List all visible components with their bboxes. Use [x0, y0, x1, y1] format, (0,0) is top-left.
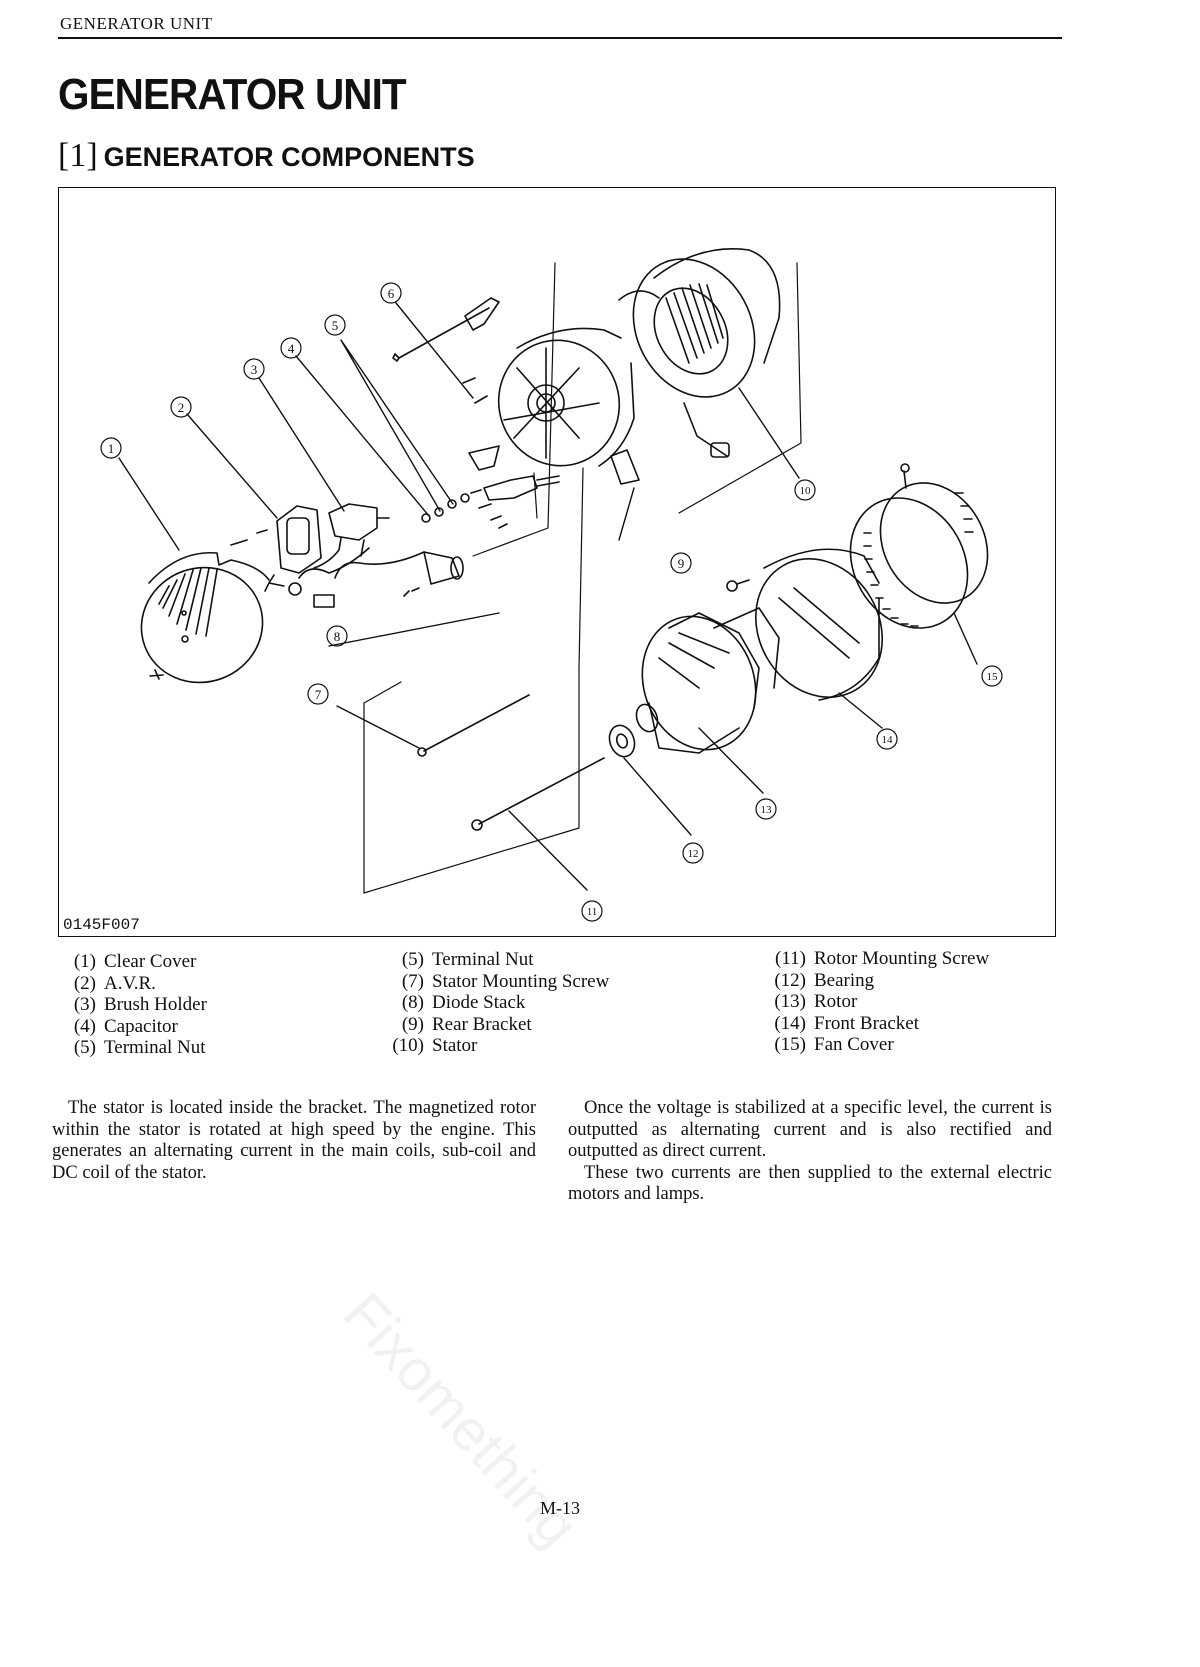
- body-text-left: The stator is located inside the bracket…: [52, 1098, 536, 1184]
- paragraph: Once the voltage is stabilized at a spec…: [568, 1098, 1052, 1161]
- rotor-part: [635, 607, 780, 754]
- legend-label: Rotor Mounting Screw: [814, 948, 990, 969]
- section-number: [1]: [58, 137, 98, 174]
- legend-item: (5) Terminal Nut: [386, 949, 609, 971]
- paragraph: These two currents are then supplied to …: [568, 1162, 1052, 1205]
- legend-label: Rotor: [814, 991, 858, 1012]
- legend-number: (5): [73, 1037, 96, 1058]
- legend-label: Stator Mounting Screw: [432, 970, 610, 992]
- callout-15: 15: [987, 671, 999, 683]
- legend-label: Clear Cover: [104, 951, 197, 972]
- legend-label: Bearing: [814, 969, 875, 991]
- callout-5: 5: [332, 318, 339, 333]
- legend-number: (13): [774, 991, 806, 1012]
- callout-10: 10: [800, 485, 812, 497]
- legend-item: (5) Terminal Nut: [58, 1037, 207, 1059]
- callout-13: 13: [761, 804, 773, 816]
- section-title: GENERATOR COMPONENTS: [103, 142, 475, 172]
- legend-label: Terminal Nut: [432, 949, 534, 970]
- stator-mounting-screw-part: [417, 694, 530, 757]
- legend-label: Terminal Nut: [104, 1037, 206, 1058]
- body-text-right: Once the voltage is stabilized at a spec…: [568, 1098, 1052, 1206]
- legend-item: (9) Rear Bracket: [386, 1014, 609, 1036]
- callout-14: 14: [882, 734, 894, 746]
- paragraph: The stator is located inside the bracket…: [52, 1098, 536, 1183]
- callout-9: 9: [678, 556, 685, 571]
- parts-legend: (1) Clear Cover (2) A.V.R. (3) Brush Holder…: [58, 948, 1062, 1063]
- legend-label: Stator: [432, 1035, 478, 1056]
- leader-lines: [118, 302, 978, 891]
- legend-number: (3): [73, 994, 96, 1015]
- legend-item: (3) Brush Holder: [58, 994, 207, 1016]
- legend-number: (9): [401, 1013, 424, 1035]
- legend-item: (15) Fan Cover: [768, 1034, 989, 1056]
- legend-number: (1): [73, 951, 96, 972]
- exploded-view-drawing: 1 2 3 4 5 6 7 8 9 10 11 12 13 14 15: [100, 248, 1003, 922]
- legend-label: Capacitor: [104, 1015, 178, 1037]
- clear-cover-part: [140, 551, 270, 684]
- figure-code: 0145F007: [63, 916, 140, 934]
- legend-item: (12) Bearing: [768, 970, 989, 992]
- legend-number: (2): [73, 972, 96, 994]
- page-title: GENERATOR UNIT: [58, 70, 407, 119]
- callout-markers: [100, 282, 1003, 922]
- callout-8: 8: [334, 629, 341, 644]
- callout-11: 11: [587, 906, 598, 918]
- section-heading: [1]GENERATOR COMPONENTS: [58, 137, 475, 175]
- legend-column-1: (1) Clear Cover (2) A.V.R. (3) Brush Holder…: [58, 951, 207, 1059]
- rear-strap-part: [392, 297, 500, 362]
- exploded-view-figure: 1 2 3 4 5 6 7 8 9 10 11 12 13 14 15 0145…: [58, 187, 1056, 937]
- legend-item: (4) Capacitor: [58, 1016, 207, 1038]
- legend-label: Brush Holder: [104, 994, 207, 1015]
- rotor-mounting-screw-part: [471, 757, 605, 831]
- callout-7: 7: [315, 687, 322, 702]
- fan-cover-part: [849, 463, 989, 629]
- legend-label: Diode Stack: [432, 992, 526, 1013]
- legend-column-2: (5) Terminal Nut (7) Stator Mounting Screw…: [386, 949, 609, 1057]
- legend-label: A.V.R.: [104, 972, 156, 994]
- legend-number: (11): [775, 948, 806, 969]
- callout-2: 2: [178, 400, 185, 415]
- legend-item: (2) A.V.R.: [58, 973, 207, 995]
- header-rule: [58, 37, 1062, 39]
- legend-item: (10) Stator: [386, 1035, 609, 1057]
- legend-number: (5): [401, 949, 424, 970]
- legend-item: (8) Diode Stack: [386, 992, 609, 1014]
- legend-number: (8): [401, 992, 424, 1013]
- legend-label: Fan Cover: [814, 1034, 894, 1055]
- legend-number: (15): [774, 1034, 806, 1055]
- callout-labels: 1 2 3 4 5 6 7 8 9 10 11 12 13 14 15: [108, 286, 998, 918]
- legend-number: (7): [401, 970, 424, 992]
- legend-item: (1) Clear Cover: [58, 951, 207, 973]
- legend-item: (7) Stator Mounting Screw: [386, 971, 609, 993]
- legend-label: Front Bracket: [814, 1012, 920, 1034]
- bearing-part: [608, 724, 636, 758]
- capacitor-part: [334, 551, 464, 597]
- legend-item: (14) Front Bracket: [768, 1013, 989, 1035]
- legend-number: (10): [392, 1035, 424, 1056]
- legend-number: (14): [774, 1012, 806, 1034]
- callout-1: 1: [108, 441, 115, 456]
- callout-3: 3: [251, 362, 258, 377]
- callout-12: 12: [688, 848, 699, 860]
- callout-6: 6: [388, 286, 395, 301]
- legend-label: Rear Bracket: [432, 1013, 532, 1035]
- stator-part: [618, 248, 781, 458]
- avr-part: [230, 505, 370, 608]
- running-header: GENERATOR UNIT: [60, 14, 213, 33]
- legend-column-3: (11) Rotor Mounting Screw (12) Bearing (13…: [768, 948, 989, 1056]
- front-bracket-part: [726, 548, 884, 701]
- rear-bracket-part: [497, 327, 640, 485]
- brush-holder-part: [313, 503, 390, 569]
- page-number: M-13: [540, 1498, 580, 1518]
- terminal-nut-part: [421, 493, 470, 523]
- legend-number: (4): [73, 1015, 96, 1037]
- legend-item: (13) Rotor: [768, 991, 989, 1013]
- legend-item: (11) Rotor Mounting Screw: [768, 948, 989, 970]
- callout-4: 4: [288, 341, 295, 356]
- watermark: Fixomething: [330, 1280, 591, 1559]
- legend-number: (12): [774, 969, 806, 991]
- diode-stack-part: [462, 377, 560, 529]
